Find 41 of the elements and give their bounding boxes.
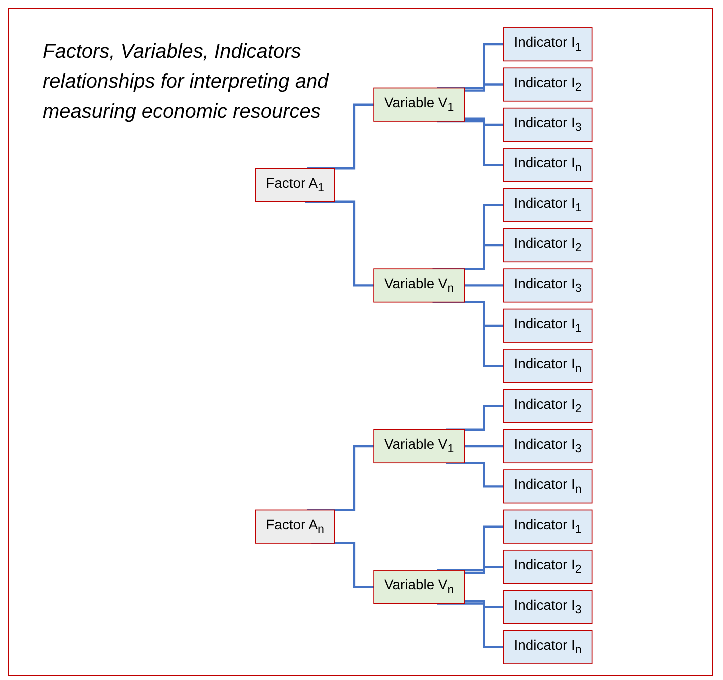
connector [305, 200, 376, 287]
node-box: Indicator I$_{3}$ [503, 590, 593, 624]
node-box: Indicator I$_{3}$ [503, 429, 593, 464]
connector [446, 462, 505, 488]
node-box: Factor A$_{1}$ [255, 168, 336, 202]
connector [437, 602, 505, 649]
connector [464, 118, 505, 126]
node-box: Indicator I$_{1}$ [503, 308, 593, 343]
node-box: Variable V$_{n}$ [374, 268, 466, 303]
node-box: Indicator I$_{2}$ [503, 228, 593, 263]
connector [308, 104, 376, 170]
connector [464, 445, 505, 448]
connector [437, 120, 505, 166]
node-box: Variable V$_{n}$ [374, 570, 466, 604]
connector [437, 526, 505, 572]
node-box: Indicator I$_{n}$ [503, 148, 593, 182]
node-box: Indicator I$_{n}$ [503, 349, 593, 384]
diagram-title: Factors, Variables, Indicators relationships for interpreting and measuring economic resources [43, 40, 330, 125]
node-box: Indicator I$_{3}$ [503, 268, 593, 303]
connector [308, 445, 376, 512]
node-box: Indicator I$_{n}$ [503, 630, 593, 664]
connector [446, 405, 505, 431]
node-box: Indicator I$_{3}$ [503, 108, 593, 142]
connector [464, 84, 505, 92]
connector [464, 566, 505, 574]
node-box: Indicator I$_{n}$ [503, 470, 593, 504]
connector [312, 542, 376, 588]
node-box: Factor A$_{n}$ [255, 510, 336, 544]
node-box: Indicator I$_{2}$ [503, 550, 593, 584]
connector [432, 204, 505, 270]
node-box: Indicator I$_{1}$ [503, 188, 593, 222]
connector [464, 284, 505, 287]
node-box: Indicator I$_{1}$ [503, 510, 593, 544]
node-box: Variable V$_{1}$ [374, 88, 466, 122]
node-box: Indicator I$_{2}$ [503, 389, 593, 424]
node-box: Indicator I$_{2}$ [503, 68, 593, 102]
node-box: Indicator I$_{1}$ [503, 28, 593, 62]
connector [437, 43, 505, 90]
connector [464, 600, 505, 608]
node-box: Variable V$_{1}$ [374, 429, 466, 464]
connector [432, 301, 505, 368]
